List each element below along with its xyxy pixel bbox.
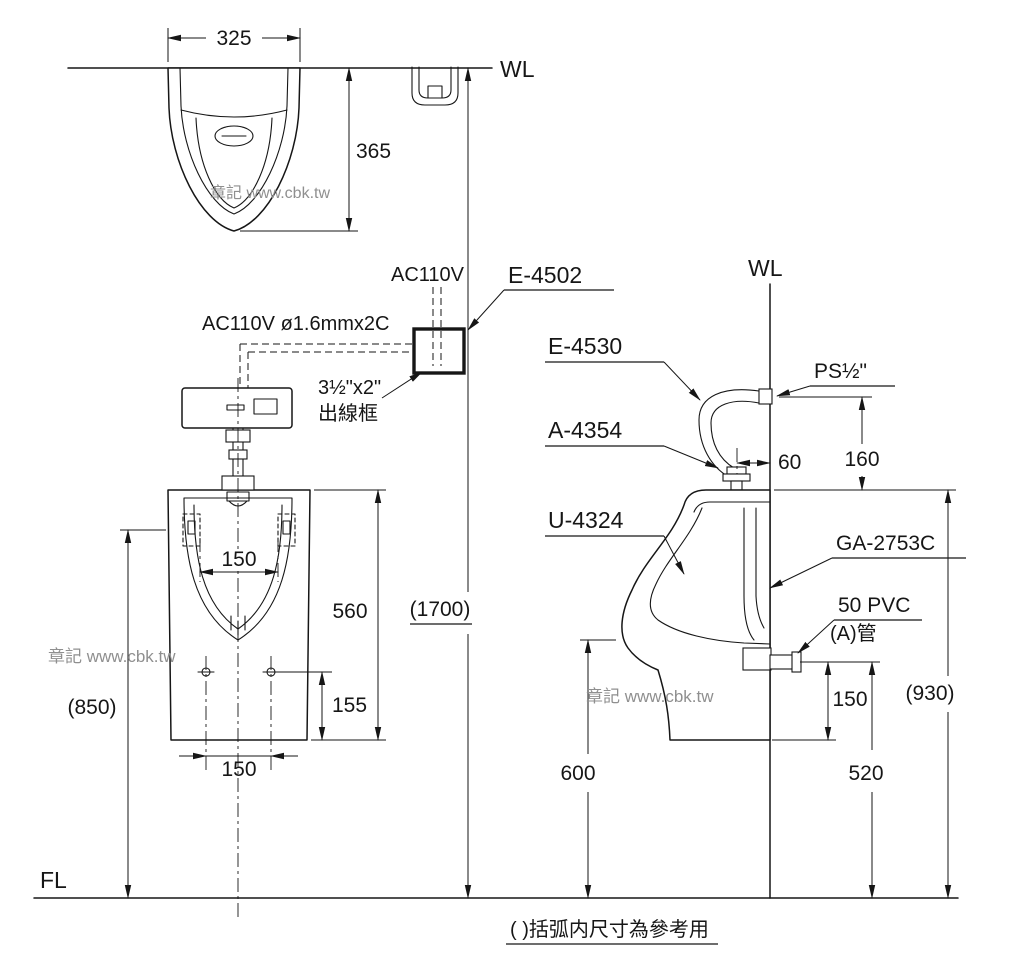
label-outlet-box: 出線框 [318, 402, 378, 425]
dim-top-depth: 365 [356, 140, 391, 163]
watermark-front: 章記 www.cbk.tw [48, 647, 176, 666]
dim-mount-height: (850) [67, 696, 116, 719]
dim-top-width: 325 [216, 27, 251, 50]
label-ac110v: AC110V [391, 264, 465, 286]
label-50pvc: 50 PVC [838, 594, 910, 617]
watermark-top: 章記 www.cbk.tw [210, 184, 330, 202]
note-block: ( )括弧内尺寸為參考用 [506, 918, 718, 945]
urinal-side-outline [621, 489, 771, 741]
note-parenthesis: ( )括弧内尺寸為參考用 [510, 918, 709, 941]
bracket-left [182, 513, 201, 547]
label-wl-side: WL [748, 255, 783, 281]
label-ps-half: PS½" [814, 360, 867, 383]
outlet-box [412, 327, 466, 375]
dim-spud-drop: 160 [844, 448, 879, 471]
label-e4502: E-4502 [508, 262, 582, 288]
top-view: 325 365 WL 章記 www.cbk.tw [67, 27, 535, 232]
watermark-side: 章記 www.cbk.tw [586, 687, 714, 706]
label-e4530: E-4530 [548, 333, 622, 359]
dim-bowl-height: 560 [332, 600, 367, 623]
bracket-right [277, 513, 296, 547]
label-wl-top: WL [500, 56, 535, 82]
front-view: AC110V E-4502 AC110V ø1.6mmx2C 3½"x2" 出線… [33, 67, 959, 918]
label-outlet-size: 3½"x2" [318, 377, 381, 399]
valve-plan-detail [411, 66, 459, 106]
dim-bracket-span: 150 [221, 548, 256, 571]
flush-dome [214, 125, 254, 147]
supply-fitting [758, 388, 773, 405]
label-cable-spec: AC110V ø1.6mmx2C [202, 313, 389, 335]
label-a4354: A-4354 [548, 417, 622, 443]
urinal-plan-outline [167, 67, 301, 232]
dim-bolt-rise: 155 [332, 694, 367, 717]
dim-rim-height: (930) [905, 682, 954, 705]
dim-outlet-height: 520 [848, 762, 883, 785]
dim-wl-height: (1700) [410, 598, 471, 621]
label-ga2753c: GA-2753C [836, 532, 935, 555]
outlet-trap [742, 647, 802, 673]
dim-lip-height: 600 [560, 762, 595, 785]
label-fl: FL [40, 867, 67, 893]
dim-spud-offset: 60 [778, 451, 801, 474]
dim-bolt-span: 150 [221, 758, 256, 781]
urinal-front-outline [167, 489, 311, 741]
dim-outlet-rise: 150 [832, 688, 867, 711]
side-view: WL E-4530 A-4354 U-4324 PS½" [545, 255, 966, 899]
spud [722, 466, 751, 491]
label-u4324: U-4324 [548, 507, 624, 533]
label-pipe-a: (A)管 [830, 622, 877, 645]
flush-valve [181, 387, 293, 491]
